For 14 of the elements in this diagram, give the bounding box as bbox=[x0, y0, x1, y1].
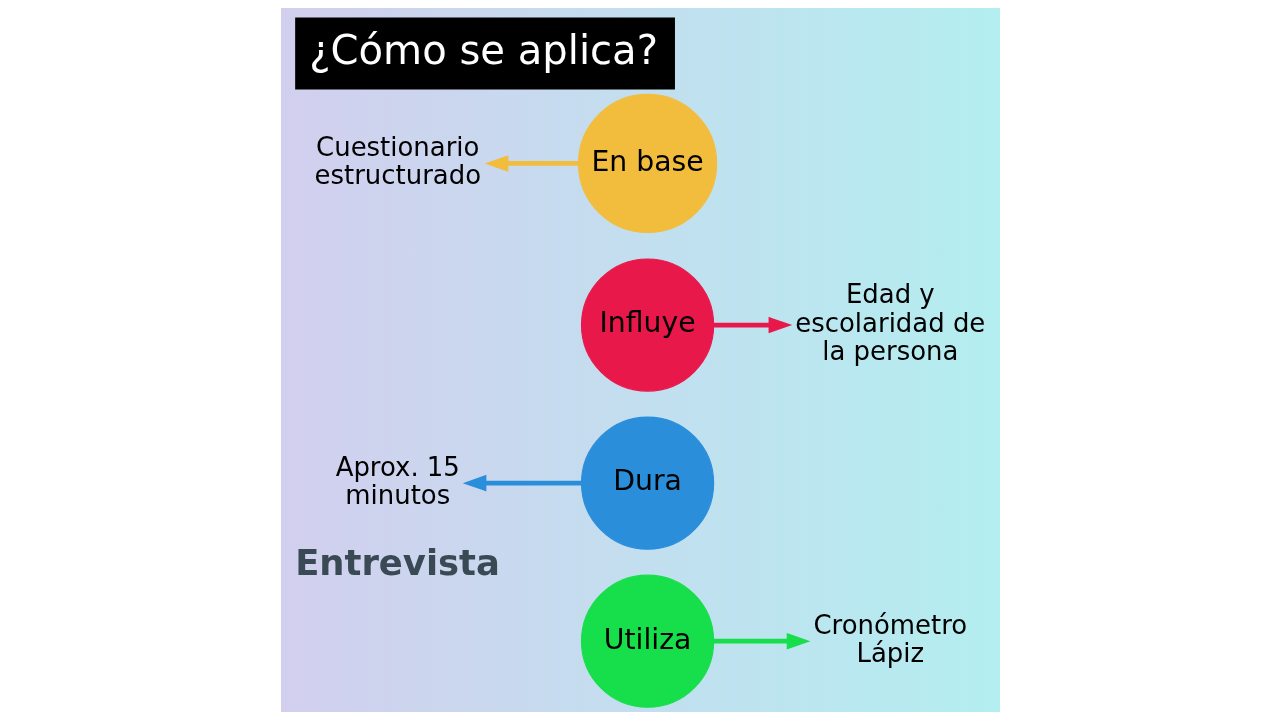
node-circle: Dura bbox=[580, 416, 714, 550]
node-circle: Influye bbox=[580, 258, 714, 392]
node-text: Cuestionario estructurado bbox=[314, 131, 481, 191]
arrow bbox=[484, 155, 578, 172]
node-text: Aprox. 15 minutos bbox=[335, 451, 460, 510]
node-text: Cronómetro Lápiz bbox=[812, 609, 967, 668]
diagram-title: ¿Cómo se aplica? bbox=[308, 27, 658, 74]
node-circle: En base bbox=[577, 93, 717, 234]
arrow bbox=[713, 632, 810, 650]
label: Entrevista bbox=[294, 541, 500, 583]
node-circle: Utiliza bbox=[580, 574, 714, 708]
arrow bbox=[713, 316, 792, 334]
node-text: Edad y escolaridad de la persona bbox=[794, 279, 985, 366]
arrow bbox=[462, 474, 581, 492]
